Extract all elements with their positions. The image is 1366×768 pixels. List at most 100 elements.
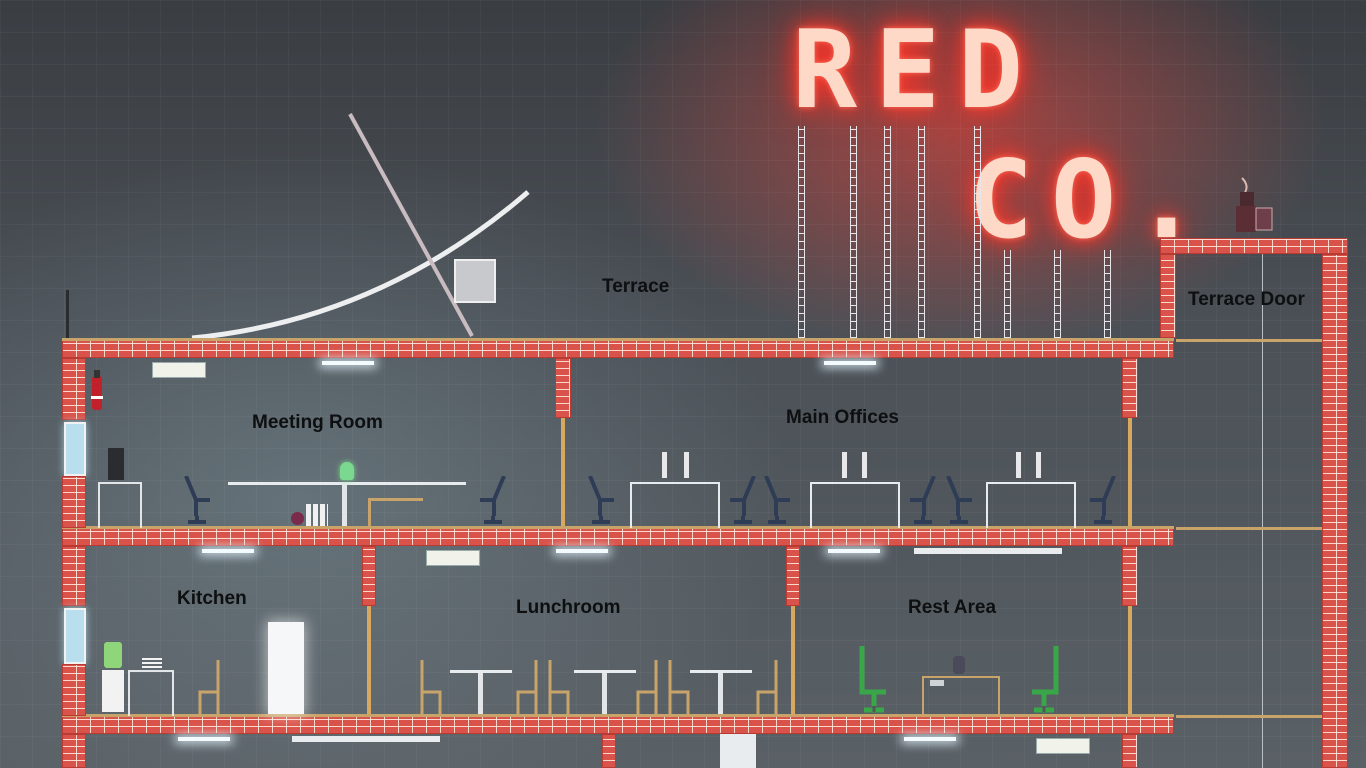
wooden-chair[interactable] xyxy=(516,660,540,714)
sign-support xyxy=(974,126,981,338)
office-chair-icon[interactable] xyxy=(762,476,792,526)
lunch-table[interactable] xyxy=(690,670,752,673)
broken-chair[interactable] xyxy=(368,498,423,527)
pillar-brick xyxy=(786,546,800,606)
monitor-icon[interactable] xyxy=(1036,452,1041,478)
pillar-brick xyxy=(1122,546,1138,606)
label-kitchen: Kitchen xyxy=(177,588,247,609)
wooden-chair[interactable] xyxy=(636,660,660,714)
wooden-chair[interactable] xyxy=(418,660,442,714)
office-desk[interactable] xyxy=(986,482,1076,528)
tv-stand[interactable] xyxy=(98,482,142,528)
meeting-table[interactable] xyxy=(228,482,466,485)
office-chair-icon[interactable] xyxy=(586,476,616,526)
second-floor-edge xyxy=(62,526,1174,529)
green-armchair[interactable] xyxy=(856,646,890,714)
air-vent[interactable] xyxy=(152,362,206,378)
pillar-wood xyxy=(791,606,795,714)
lunch-table-leg xyxy=(602,673,607,714)
left-wall-bottom xyxy=(62,664,86,716)
refrigerator-icon[interactable] xyxy=(268,622,304,714)
office-chair-icon[interactable] xyxy=(908,476,938,526)
office-chair-icon[interactable] xyxy=(728,476,758,526)
label-meeting-room: Meeting Room xyxy=(252,412,383,433)
pillar-brick xyxy=(1122,358,1138,418)
support-column xyxy=(720,734,756,768)
left-wall-mid xyxy=(62,476,86,528)
tv-set[interactable] xyxy=(108,448,124,480)
plant-vase[interactable] xyxy=(340,462,354,480)
ceiling-light[interactable] xyxy=(904,737,956,741)
ceiling-fixture[interactable] xyxy=(292,736,440,742)
ceiling-light[interactable] xyxy=(824,361,876,365)
vase[interactable] xyxy=(953,656,965,674)
monitor-icon[interactable] xyxy=(1016,452,1021,478)
monitor-icon[interactable] xyxy=(862,452,867,478)
label-lunchroom: Lunchroom xyxy=(516,597,621,618)
ceiling-light[interactable] xyxy=(556,549,608,553)
air-vent[interactable] xyxy=(426,550,480,566)
pillar-wood xyxy=(1128,606,1132,714)
ceiling-light[interactable] xyxy=(828,549,880,553)
sign-support xyxy=(798,126,805,338)
left-wall-upper xyxy=(62,358,86,420)
left-window-lower xyxy=(64,608,86,664)
pistol[interactable] xyxy=(930,680,944,686)
wooden-chair[interactable] xyxy=(546,660,570,714)
terrace-sculpture[interactable] xyxy=(180,100,540,345)
pillar-wood xyxy=(561,418,565,526)
label-main-offices: Main Offices xyxy=(786,407,899,428)
office-chair-icon[interactable] xyxy=(182,476,212,526)
wooden-chair[interactable] xyxy=(198,660,222,714)
wooden-chair[interactable] xyxy=(666,660,690,714)
water-cooler-icon[interactable] xyxy=(104,642,122,668)
neon-sign-co: CO. xyxy=(968,138,1218,263)
pillar-wood xyxy=(1128,418,1132,526)
pillar-brick xyxy=(555,358,571,418)
lunch-table[interactable] xyxy=(450,670,512,673)
monitor-icon[interactable] xyxy=(842,452,847,478)
ragdoll-character-icon[interactable] xyxy=(1228,176,1278,238)
water-cooler-base[interactable] xyxy=(102,670,124,712)
coffee-table[interactable] xyxy=(922,676,1000,716)
green-armchair[interactable] xyxy=(1028,646,1062,714)
elevator-cable xyxy=(1262,254,1263,768)
meeting-table-leg xyxy=(342,485,347,526)
kitchen-counter[interactable] xyxy=(128,670,174,716)
air-vent[interactable] xyxy=(1036,738,1090,754)
ceiling-fixture[interactable] xyxy=(914,548,1062,554)
label-terrace-door: Terrace Door xyxy=(1188,289,1305,310)
outer-wall-right xyxy=(1322,254,1348,768)
monitor-icon[interactable] xyxy=(684,452,689,478)
office-desk[interactable] xyxy=(810,482,900,528)
ground-floor-edge xyxy=(62,714,1174,717)
fire-extinguisher-icon[interactable] xyxy=(88,366,106,412)
sign-support xyxy=(918,126,925,338)
left-window-upper xyxy=(64,422,86,476)
office-chair-icon[interactable] xyxy=(944,476,974,526)
ceiling-light[interactable] xyxy=(322,361,374,365)
lunch-table-leg xyxy=(718,673,723,714)
neon-sign-red: RED xyxy=(792,8,1042,133)
pillar-brick xyxy=(362,546,376,606)
office-desk[interactable] xyxy=(630,482,720,528)
bowling-pins[interactable] xyxy=(306,504,328,526)
bowling-ball[interactable] xyxy=(291,512,304,525)
wooden-chair[interactable] xyxy=(756,660,780,714)
terrace-door-wall-left xyxy=(1160,254,1176,338)
plate-stack[interactable] xyxy=(142,656,162,668)
sign-support xyxy=(1054,250,1061,338)
office-chair-icon[interactable] xyxy=(478,476,508,526)
ground-floor-rail xyxy=(1176,715,1322,718)
ground-floor xyxy=(62,716,1174,734)
terrace-door-roof xyxy=(1160,238,1348,254)
pillar-brick xyxy=(602,734,616,768)
sign-support xyxy=(850,126,857,338)
ceiling-light[interactable] xyxy=(178,737,230,741)
monitor-icon[interactable] xyxy=(662,452,667,478)
left-wall-lower xyxy=(62,546,86,606)
ceiling-light[interactable] xyxy=(202,549,254,553)
lunch-table[interactable] xyxy=(574,670,636,673)
label-rest-area: Rest Area xyxy=(908,597,997,618)
office-chair-icon[interactable] xyxy=(1088,476,1118,526)
